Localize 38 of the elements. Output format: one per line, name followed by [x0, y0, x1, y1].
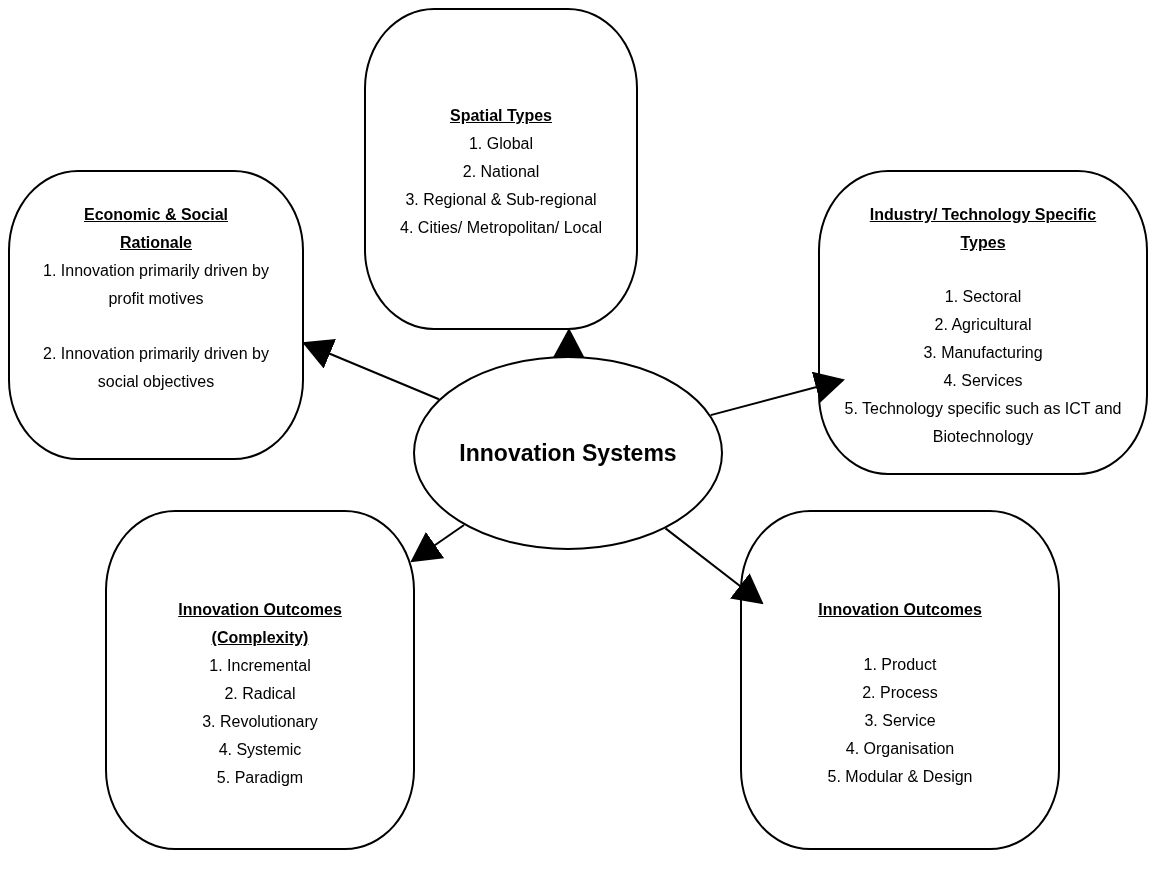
central-ellipse [413, 356, 723, 550]
box-heading: Innovation Outcomes (Complexity) [177, 600, 343, 648]
list-item: 2. National [462, 162, 540, 182]
node-title: Innovation Systems [459, 439, 677, 467]
rounded-box [105, 510, 415, 850]
list-item: 5. Modular & Design [827, 767, 973, 787]
rounded-box [8, 170, 304, 460]
list-item: 1. Sectoral [944, 287, 1022, 307]
list-item: 1. Product [863, 655, 937, 675]
list-item: 2. Radical [224, 684, 296, 704]
list-item: 5. Technology specific such as ICT and Biotechnology [843, 399, 1123, 447]
arrow [552, 328, 585, 359]
list-item: 3. Revolutionary [202, 712, 318, 732]
list-item: 5. Paradigm [216, 768, 304, 788]
list-item: 2. Process [862, 683, 938, 703]
box-heading: Industry/ Technology Specific Types [868, 205, 1098, 253]
list-item: 1. Global [468, 134, 533, 154]
list-item: 3. Manufacturing [923, 343, 1043, 363]
box-heading: Economic & Social Rationale [82, 205, 229, 253]
list-item: 4. Organisation [845, 739, 955, 759]
list-item: 1. Innovation primarily driven by profit motives [42, 261, 270, 309]
list-item: 3. Regional & Sub-regional [405, 190, 597, 210]
list-item: 4. Cities/ Metropolitan/ Local [400, 218, 602, 238]
arrow [664, 527, 764, 605]
list-item: 4. Systemic [218, 740, 302, 760]
rounded-box [818, 170, 1148, 475]
arrow [302, 339, 440, 401]
box-heading: Spatial Types [450, 106, 552, 126]
list-item: 2. Innovation primarily driven by social objectives [42, 344, 270, 392]
list-item: 1. Incremental [209, 656, 311, 676]
arrow [709, 371, 845, 417]
box-heading: Innovation Outcomes [818, 600, 982, 620]
list-item: 3. Service [864, 711, 936, 731]
arrow [410, 523, 466, 563]
list-item: 4. Services [943, 371, 1023, 391]
rounded-box [740, 510, 1060, 850]
list-item: 2. Agricultural [934, 315, 1032, 335]
rounded-box [364, 8, 638, 330]
